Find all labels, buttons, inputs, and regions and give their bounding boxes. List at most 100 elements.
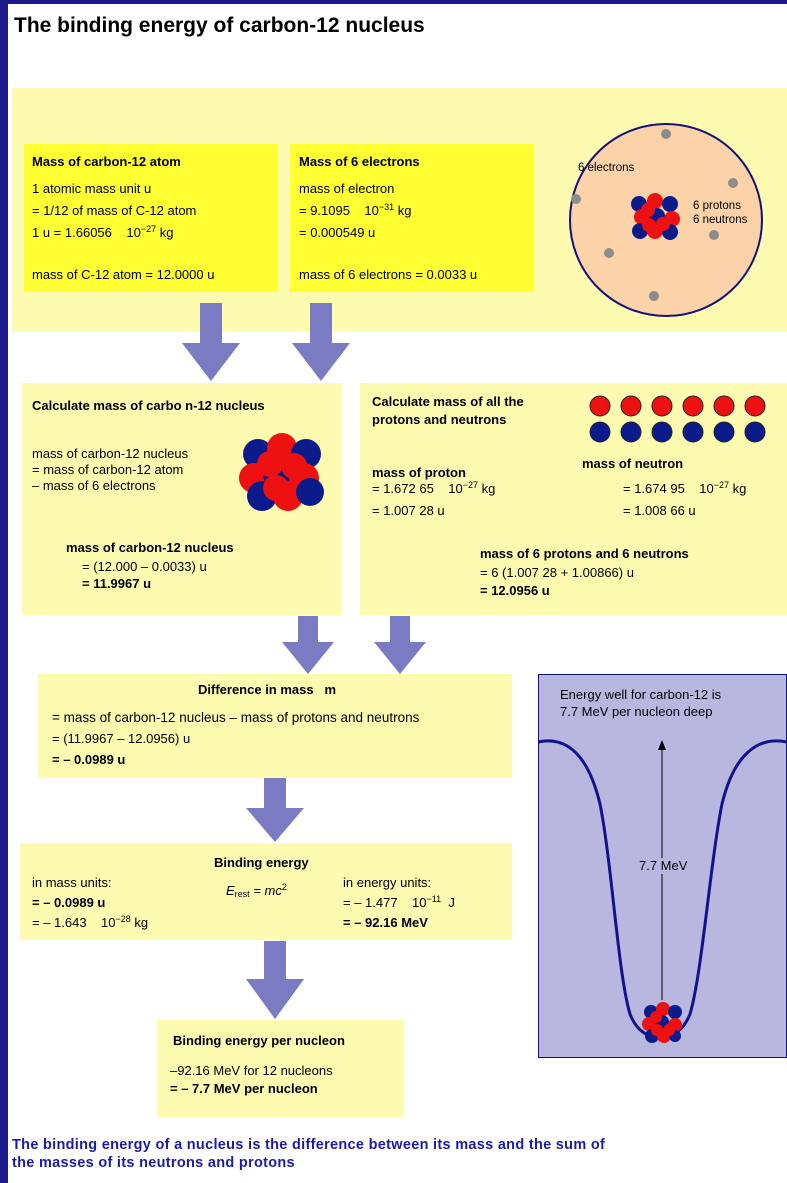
binding-mass-kg-unit: kg	[134, 915, 149, 930]
mass-difference-result: = – 0.0989 u	[52, 752, 126, 767]
electron-mass-kg-line: = 9.1095 10−31 kg	[299, 202, 412, 219]
binding-mass-kg-line: = – 1.643 10−28 kg	[32, 914, 149, 931]
frame-top-border	[0, 0, 787, 4]
carbon-nucleus-illustration	[239, 433, 324, 511]
nucleus-mass-def-line1: mass of carbon-12 nucleus	[32, 446, 189, 461]
neutron-mass-heading: mass of neutron	[582, 456, 684, 471]
footer-summary: The binding energy of a nucleus is the d…	[12, 1136, 782, 1172]
nucleus-mass-heading: Calculate mass of carbo n-12 nucleus	[32, 398, 265, 413]
neutron-ball	[682, 421, 704, 443]
equation-rhs: = mc	[253, 883, 282, 898]
nucleus-mass-def-line2: = mass of carbon-12 atom	[32, 462, 184, 477]
electron-mass-kg-unit: kg	[397, 203, 412, 218]
neutron-mass-kg-value: = 1.674 95	[623, 481, 685, 496]
amu-kg-value: 1 u = 1.66056	[32, 225, 112, 240]
nucleus-mass-subheading: mass of carbon-12 nucleus	[66, 540, 234, 555]
rest-energy-equation: Erest = mc2	[226, 882, 287, 899]
frame-left-border	[0, 0, 8, 1183]
well-depth-arrow-head	[658, 740, 666, 750]
electron-mass-kg-exponent: −31	[378, 202, 395, 212]
down-arrow-nucleons-mass	[374, 616, 426, 674]
binding-energy-j-exponent: −11	[426, 894, 442, 904]
proton-mass-kg-value: = 1.672 65	[372, 481, 434, 496]
mass-difference-definition: = mass of carbon-12 nucleus – mass of pr…	[52, 710, 420, 725]
energy-well-depth-label: 7.7 MeV	[639, 858, 688, 873]
amu-kg-exponent: −27	[140, 224, 157, 234]
binding-energy-j-line: = – 1.477 10−11 J	[343, 894, 455, 911]
neutron-ball	[744, 421, 766, 443]
neutron-ball	[620, 421, 642, 443]
carbon-atom-diagram	[569, 123, 763, 317]
amu-kg-line: 1 u = 1.66056 10−27 kg	[32, 224, 174, 241]
per-nucleon-panel	[157, 1020, 404, 1117]
footer-line-2: the masses of its neutrons and protons	[12, 1155, 295, 1171]
electron-dot	[649, 291, 659, 301]
amu-definition-line: 1 atomic mass unit u	[32, 181, 152, 196]
down-arrow-atom	[182, 303, 240, 381]
equation-e-symbol: E	[226, 883, 235, 898]
binding-energy-j-unit: J	[448, 895, 455, 910]
total-nucleon-mass-calc: = 6 (1.007 28 + 1.00866) u	[480, 565, 634, 580]
electron-dot	[728, 178, 738, 188]
per-nucleon-calc: –92.16 MeV for 12 nucleons	[170, 1063, 333, 1078]
six-electrons-mass-line: mass of 6 electrons = 0.0033 u	[299, 267, 478, 282]
proton-mass-kg-line: = 1.672 65 10−27 kg	[372, 480, 496, 497]
proton-mass-kg-exponent: −27	[462, 480, 479, 490]
well-nucleus	[642, 1002, 682, 1043]
equation-rest-subscript: rest	[234, 889, 250, 899]
per-nucleon-heading: Binding energy per nucleon	[173, 1033, 345, 1048]
c12-atom-mass-line: mass of C-12 atom = 12.0000 u	[32, 267, 215, 282]
nucleons-mass-panel	[360, 383, 787, 615]
proton-ball	[682, 395, 704, 417]
amu-kg-unit: kg	[159, 225, 174, 240]
proton-ball	[651, 395, 673, 417]
nucleons-mass-heading-1: Calculate mass of all the	[372, 394, 524, 409]
neutron-ball	[713, 421, 735, 443]
neutron-mass-kg-line: = 1.674 95 10−27 kg	[623, 480, 747, 497]
electron-dot	[604, 248, 614, 258]
nucleons-mass-heading-2: protons and neutrons	[372, 412, 507, 427]
electron-mass-kg-value: = 9.1095	[299, 203, 350, 218]
mass-difference-heading: Difference in mass m	[198, 682, 336, 697]
nucleus-mass-calc-line: = (12.000 – 0.0033) u	[82, 559, 207, 574]
electron-mass-label: mass of electron	[299, 181, 395, 196]
amu-fraction-line: = 1/12 of mass of C-12 atom	[32, 203, 197, 218]
mass-units-label: in mass units:	[32, 875, 112, 890]
down-arrow-binding-energy	[246, 941, 304, 1019]
protons-neutrons-illustration	[589, 395, 766, 443]
per-nucleon-result: = – 7.7 MeV per nucleon	[170, 1081, 318, 1096]
energy-units-label: in energy units:	[343, 875, 432, 890]
down-arrow-nucleus-mass	[282, 616, 334, 674]
atom-nucleus	[631, 193, 680, 240]
proton-mass-heading: mass of proton	[372, 465, 466, 480]
atom-electrons-label: 6 electrons	[578, 162, 635, 174]
footer-line-1: The binding energy of a nucleus is the d…	[12, 1137, 606, 1153]
electrons-mass-heading: Mass of 6 electrons	[299, 154, 420, 169]
proton-ball	[713, 395, 735, 417]
equation-square: 2	[281, 882, 287, 892]
atom-protons-label: 6 protons	[693, 200, 741, 212]
down-arrow-electrons	[292, 303, 350, 381]
binding-mass-kg-exponent: −28	[115, 914, 131, 924]
proton-ball	[589, 395, 611, 417]
binding-energy-mev-result: = – 92.16 MeV	[343, 915, 428, 930]
carbon-atom-mass-heading: Mass of carbon-12 atom	[32, 154, 181, 169]
carbon-atom-mass-box	[24, 144, 278, 292]
binding-energy-panel	[20, 843, 512, 940]
total-nucleon-mass-result: = 12.0956 u	[480, 583, 550, 598]
nucleus-mass-result: = 11.9967 u	[82, 576, 152, 591]
nucleus-mass-def-line3: – mass of 6 electrons	[32, 478, 156, 493]
mass-difference-panel	[38, 674, 512, 778]
energy-well-caption-1: Energy well for carbon-12 is	[560, 687, 722, 702]
electron-mass-u-line: = 0.000549 u	[299, 225, 376, 240]
electron-dot	[571, 194, 581, 204]
atom-neutrons-label: 6 neutrons	[693, 214, 748, 226]
mass-difference-calc: = (11.9967 – 12.0956) u	[52, 731, 191, 746]
binding-mass-kg-value: = – 1.643	[32, 915, 87, 930]
binding-mass-result: = – 0.0989 u	[32, 895, 106, 910]
down-arrow-difference	[246, 778, 304, 842]
electron-dot	[709, 230, 719, 240]
energy-well-caption-2: 7.7 MeV per nucleon deep	[560, 704, 713, 719]
page-title: The binding energy of carbon-12 nucleus	[14, 14, 425, 37]
